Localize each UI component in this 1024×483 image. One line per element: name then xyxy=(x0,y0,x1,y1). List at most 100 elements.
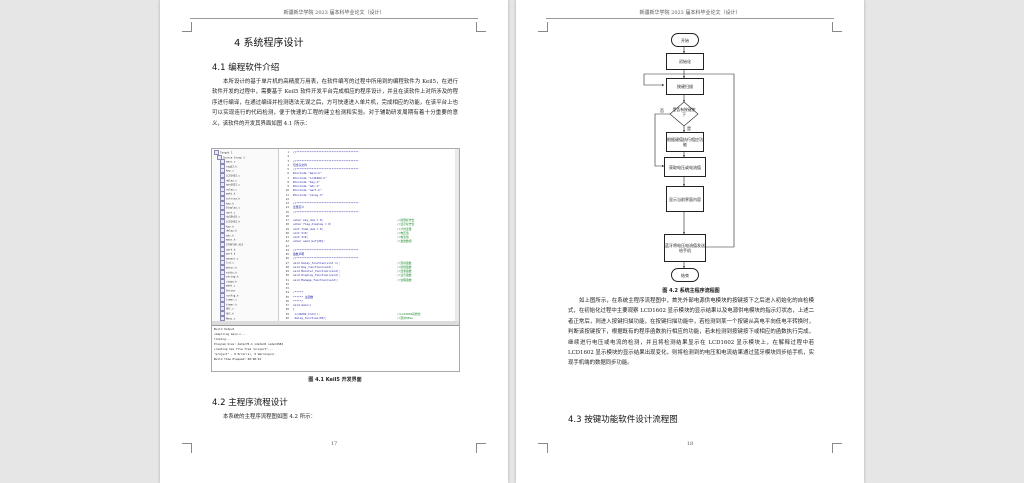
project-tree-item[interactable]: Display.c xyxy=(220,205,240,210)
line-number: 14 xyxy=(285,205,289,210)
code-line[interactable]: 6#include "main.h" xyxy=(279,171,455,175)
crop-mark-top-left xyxy=(538,22,548,32)
project-tree-item[interactable]: uart.c xyxy=(220,210,235,214)
code-text: 包含头文件 xyxy=(293,162,307,167)
build-output-line: Program Size: data=76.1 xdata=0 code=458… xyxy=(214,342,284,346)
code-line[interactable]: 35****** 主函数 xyxy=(279,295,455,299)
code-text: #include "key.h" xyxy=(293,179,320,184)
code-line[interactable]: 15//************************************… xyxy=(279,210,455,214)
project-tree-item[interactable]: Menu.c xyxy=(220,316,235,320)
code-line[interactable]: 5//************************************* xyxy=(279,167,455,171)
project-tree-item[interactable]: key.h xyxy=(220,201,234,205)
code-line[interactable]: 16 xyxy=(279,214,455,218)
project-tree-item[interactable]: ADC.h xyxy=(220,311,234,316)
code-line[interactable]: 26//************************************… xyxy=(279,256,455,260)
code-line[interactable]: 9#include "adc.h" xyxy=(279,184,455,188)
flow-end: 结束 xyxy=(671,268,699,282)
code-text: Lcd1602_Init(); xyxy=(293,311,320,316)
project-tree-item[interactable]: Driver xyxy=(220,288,235,293)
line-number: 11 xyxy=(285,192,289,197)
code-line[interactable]: 36*****/ xyxy=(279,299,455,303)
code-line[interactable]: 13//************************************… xyxy=(279,201,455,205)
build-output-line: "project" - 0 Error(s), 0 Warning(s). xyxy=(214,352,277,356)
project-tree-item[interactable]: math.c xyxy=(220,283,235,288)
project-tree-item[interactable]: LCD1602.c xyxy=(220,173,240,178)
code-line[interactable]: 24//************************************… xyxy=(279,248,455,252)
line-number: 15 xyxy=(285,209,289,214)
project-tree-item[interactable]: LCD1602.h xyxy=(220,219,240,224)
code-line[interactable]: 32 xyxy=(279,282,455,286)
flow-init: 初始化 xyxy=(666,53,704,70)
code-line[interactable]: 8#include "key.h" xyxy=(279,180,455,184)
project-tree-item[interactable]: lcd.c xyxy=(220,260,234,265)
code-line[interactable]: 12 xyxy=(279,197,455,201)
project-tree-item[interactable]: ds18b20.c xyxy=(220,214,240,219)
project-tree-item[interactable]: STARTUP.A51 xyxy=(220,242,243,247)
project-tree-item[interactable]: delay.c xyxy=(220,178,237,182)
project-tree-item[interactable]: adc.h xyxy=(220,233,234,237)
project-tree-item[interactable]: config.h xyxy=(220,293,239,297)
code-line[interactable]: 1//************************************* xyxy=(279,150,455,154)
code-line[interactable]: 11#include "relay.h" xyxy=(279,193,455,197)
code-line[interactable]: 38{ xyxy=(279,307,455,311)
project-tree-item[interactable]: intrins.h xyxy=(220,196,240,201)
project-tree-item[interactable]: key.c xyxy=(220,168,234,173)
project-tree-item[interactable]: timer.h xyxy=(220,302,237,306)
page-18: 新疆新华学院 2023 届本科毕业论文（设计） xyxy=(516,0,864,483)
project-tree-item[interactable]: timer.c xyxy=(220,297,237,302)
code-text: void Monitor_function(void); xyxy=(293,269,341,273)
line-number: 24 xyxy=(285,247,289,252)
project-tree-item[interactable]: reg52.h xyxy=(220,164,237,168)
project-tree-item[interactable]: ADC.c xyxy=(220,306,234,311)
line-number: 3 xyxy=(287,158,289,163)
project-tree-item[interactable]: ctype.h xyxy=(220,279,237,283)
code-line[interactable]: 7#include "lcd1602.h" xyxy=(279,176,455,180)
project-tree-item[interactable]: sensor.c xyxy=(220,256,239,260)
project-tree-item[interactable]: main.c xyxy=(220,159,235,164)
project-tree-item[interactable]: relay.c xyxy=(220,187,237,191)
project-tree-item[interactable]: Source Group 1 xyxy=(217,155,245,159)
code-line[interactable]: 2 xyxy=(279,154,455,158)
code-text: //************************************* xyxy=(293,167,359,171)
section-4-1-heading: 4.1 编程软件介绍 xyxy=(212,63,280,73)
line-number: 2 xyxy=(287,154,289,159)
project-tree-item[interactable]: math.h xyxy=(220,191,235,196)
project-tree-item[interactable]: adc0832.c xyxy=(220,182,240,187)
line-number: 12 xyxy=(285,196,289,201)
build-output-line: compiling main.c... xyxy=(214,332,246,336)
line-number: 34 xyxy=(285,290,289,295)
code-text: //************************************* xyxy=(293,256,359,261)
project-tree-item[interactable]: uart.h xyxy=(220,247,235,251)
code-line[interactable]: 33 xyxy=(279,286,455,290)
project-tree-item[interactable]: string.h xyxy=(220,274,239,279)
project-tree-item[interactable]: motor.h xyxy=(220,265,237,270)
project-tree-item[interactable]: port.h xyxy=(220,251,235,256)
code-line[interactable]: 34/***** xyxy=(279,290,455,294)
code-line[interactable]: 3//************************************* xyxy=(279,159,455,163)
project-tree-item[interactable]: key.h xyxy=(220,224,234,228)
code-line[interactable]: 40 Delay_function(50);//延时50ms xyxy=(279,316,455,320)
project-tree-item[interactable]: main.h xyxy=(220,237,235,242)
project-tree-item[interactable]: stdio.h xyxy=(220,270,237,274)
project-tree-item[interactable]: delay.h xyxy=(220,228,237,233)
code-line[interactable]: 39 Lcd1602_Init();//LCD1602初始化 xyxy=(279,312,455,316)
project-tree-item[interactable]: Target 1 xyxy=(214,150,233,155)
code-line[interactable]: 23 xyxy=(279,244,455,248)
line-number: 40 xyxy=(285,315,289,320)
code-line[interactable]: 10#include "uart.h" xyxy=(279,188,455,192)
